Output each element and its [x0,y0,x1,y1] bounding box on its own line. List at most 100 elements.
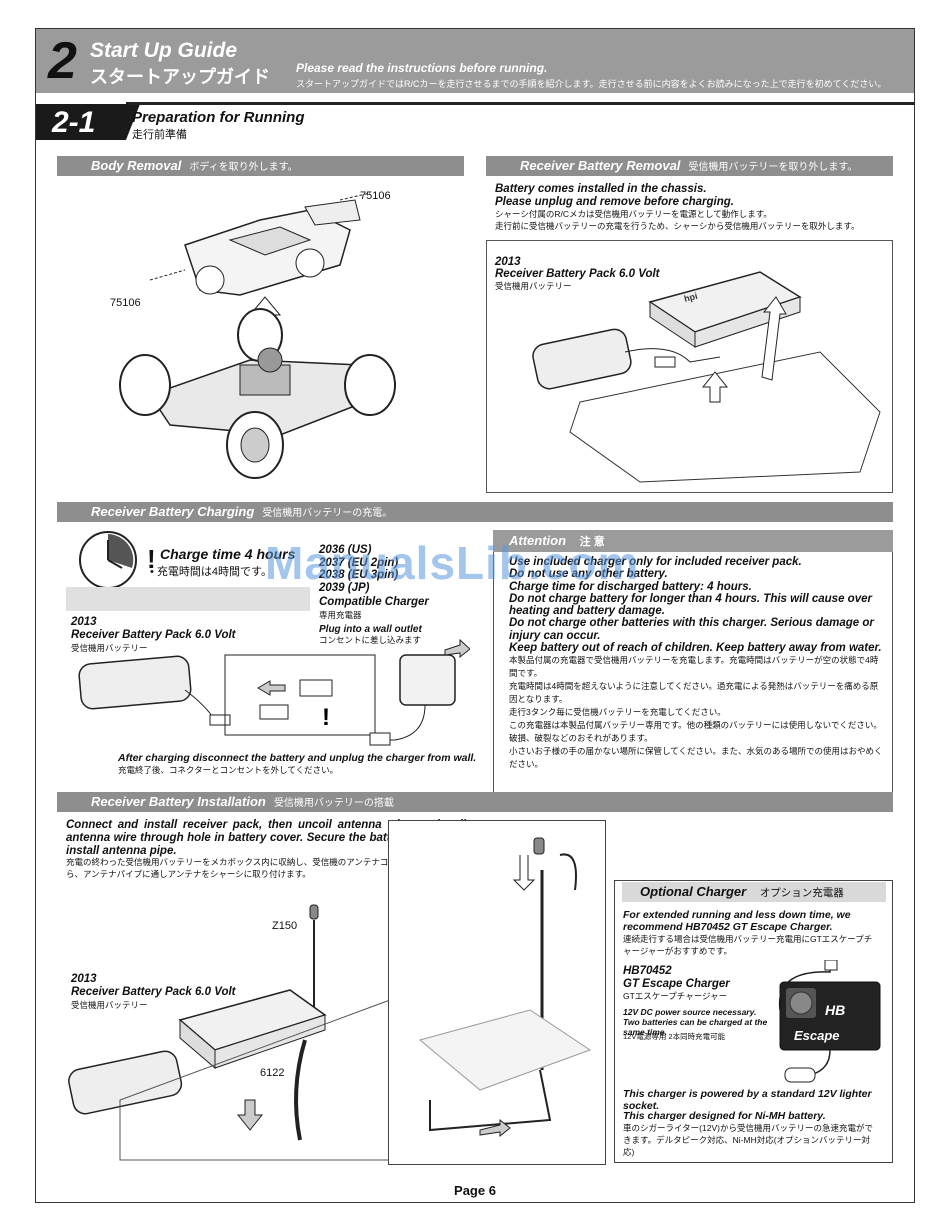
optional-note-2: This charger designed for Ni-MH battery. [623,1110,826,1122]
svg-text:!: ! [322,704,330,731]
part-label-z150-left: Z150 [272,920,298,932]
charger-part-eu3: 2038 (EU 3pin) [319,569,399,581]
optional-note-1: This charger is powered by a standard 12… [623,1088,872,1112]
optional-part-jp: GTエスケープチャージャー [623,991,728,1001]
section-number: 2 [48,32,77,90]
page-header: 2 Start Up Guide スタートアップガイド Please read … [36,29,914,93]
watermark: ManualsLib.com [265,537,640,589]
svg-text:HB: HB [825,1002,845,1018]
battery-removal-text-2: Please unplug and remove before charging… [495,196,735,208]
charger-part-eu2: 2037 (EU 2pin) [319,556,399,569]
attention-line-3: Charge time for discharged battery: 4 ho… [509,580,752,593]
attention-line-jp-4: この充電器は本製品付属バッテリー専用です。他の種類のバッテリーには使用しないでく… [509,720,882,744]
header-note-jp: スタートアップガイドではR/Cカーを走行させるまでの手順を紹介します。走行させる… [296,79,887,89]
charge-time-jp: • 充電時間は4時間です。 [150,566,272,578]
charge-time-strip [66,587,310,611]
optional-spec-jp: 12V電源専用 2本同時充電可能 [623,1032,726,1041]
part-label-6122: 6122 [260,1067,285,1079]
body-removal-title: Body Removal [91,158,182,173]
charging-illustration: ! [78,638,470,746]
attention-line-jp-3: 走行3タンク毎に受信機バッテリーを充電してください。 [509,707,726,718]
battery-removal-part-jp: 受信機用バッテリー [495,281,572,291]
attention-line-jp-1: 本製品付属の充電器で受信機用バッテリーを充電します。充電時間はバッテリーが空の状… [509,655,879,679]
optional-charger-title-jp: オプション充電器 [759,887,844,899]
optional-intro-jp: 連続走行する場合は受信機用バッテリー充電用にGTエスケープチャージャーがおすすめ… [623,934,873,956]
attention-header: Attention 注 意 [493,530,893,552]
charging-part-jp: 受信機用バッテリー [71,643,148,653]
battery-removal-title-jp: 受信機用バッテリーを取り外します。 [688,162,858,173]
install-part-no: 2013 [71,973,97,985]
optional-spec: 12V DC power source necessary. Two batte… [623,1007,768,1037]
attention-text: Use included charger only for included r… [509,556,885,771]
body-removal-title-jp: ボディを取り外します。 [189,162,298,173]
body-removal-bar: Body Removal ボディを取り外します。 [57,156,464,176]
svg-text:hpi: hpi [683,291,699,304]
subsection-rule [126,102,915,105]
installation-illustration-left [68,904,461,1161]
attention-line-5: Do not charge other batteries with this … [509,617,874,642]
header-note: Please read the instructions before runn… [296,61,548,75]
attention-line-jp-5: 小さいお子様の手の届かない場所に保管してください。また、水気のある場所での使用は… [509,746,883,770]
charging-part-name: Receiver Battery Pack 6.0 Volt [71,629,236,641]
attention-line-6: Keep battery out of reach of children. K… [509,642,882,655]
escape-charger-illustration: HB Escape [778,960,881,1083]
section-title: Start Up Guide [90,39,238,62]
subsection-title-jp: 走行前準備 [132,129,187,141]
optional-charger-header: Optional Charger オプション充電器 [622,882,886,902]
charger-part-us: 2036 (US) [319,544,372,556]
battery-removal-title: Receiver Battery Removal [520,158,681,173]
warning-exclamation-icon: ! [147,544,156,574]
battery-removal-illustration: hpi [532,271,881,483]
escape-brand-text: Escape [794,1028,840,1043]
battery-removal-bar: Receiver Battery Removal 受信機用バッテリーを取り外します… [486,156,893,176]
antenna-figure-box [388,820,606,1165]
battery-removal-text-jp-1: シャーシ付属のR/Cメカは受信機用バッテリーを電源として動作します。 [495,209,772,219]
attention-line-1: Use included charger only for included r… [509,556,802,568]
installation-text: Connect and install receiver pack, then … [66,819,466,857]
attention-line-2: Do not use any other battery. [509,568,668,581]
optional-note-jp: 車のシガーライター(12V)から受信機用バッテリーの急速充電ができます。デルタピ… [623,1123,873,1157]
after-charging: After charging disconnect the battery an… [118,752,477,764]
installation-text-jp: 充電の終わった受信機用バッテリーをメカボックス内に収納し、受信機のアンテナコード… [66,857,457,879]
battery-removal-part-no: 2013 [495,256,521,268]
after-charging-jp: 充電終了後、コネクターとコンセントを外してください。 [118,765,339,775]
compatible-charger-jp: 専用充電器 [319,610,362,620]
page-frame [35,28,915,1203]
part-label-75106-left: 75106 [110,297,141,309]
charge-time: Charge time 4 hours [160,546,296,562]
attention-line-4: Do not charge battery for longer than 4 … [509,592,872,618]
battery-removal-part-name: Receiver Battery Pack 6.0 Volt [495,268,660,280]
optional-charger-box [614,880,893,1163]
part-label-75106-top: 75106 [360,190,391,202]
charging-title-jp: 受信機用バッテリーの充電。 [262,508,393,519]
charger-part-jp: 2039 (JP) [319,581,370,594]
charger-part-list: 2036 (US) 2037 (EU 2pin) 2038 (EU 3pin) … [319,544,398,594]
wall-outlet-jp: コンセントに差し込みます [319,635,422,645]
charging-title: Receiver Battery Charging [91,504,255,519]
wall-outlet: Plug into a wall outlet [319,624,422,635]
section-title-jp: スタートアップガイド [90,67,270,87]
page-number: Page 6 [454,1183,496,1198]
installation-illustration-right [418,837,592,1138]
optional-part-name: GT Escape Charger [623,978,730,990]
compatible-charger: Compatible Charger [319,596,429,608]
optional-charger-title: Optional Charger [640,884,747,899]
optional-intro: For extended running and less down time,… [623,909,851,933]
attention-line-jp-2: 充電時間は4時間を超えないように注意してください。過充電による発熱はバッテリーを… [509,681,879,705]
install-part-name: Receiver Battery Pack 6.0 Volt [71,986,236,998]
buggy-chassis-illustration [119,192,396,479]
charging-part-no: 2013 [71,616,97,628]
subsection-number: 2-1 [52,106,96,139]
subsection-tab: 2-1 [36,104,140,140]
attention-title: Attention [509,533,567,548]
installation-title: Receiver Battery Installation [91,794,266,809]
battery-removal-text-1: Battery comes installed in the chassis. [495,183,707,195]
subsection-title: Preparation for Running [132,109,305,126]
optional-part-no: HB70452 [623,965,672,977]
install-part-jp: 受信機用バッテリー [71,1000,148,1010]
attention-title-jp: 注 意 [579,536,605,548]
charging-bar: Receiver Battery Charging 受信機用バッテリーの充電。 [57,502,893,522]
clock-icon [79,531,137,589]
battery-removal-text-jp-2: 走行前に受信機バッテリーの充電を行うため、シャーシから受信機用バッテリーを取外し… [495,221,860,231]
